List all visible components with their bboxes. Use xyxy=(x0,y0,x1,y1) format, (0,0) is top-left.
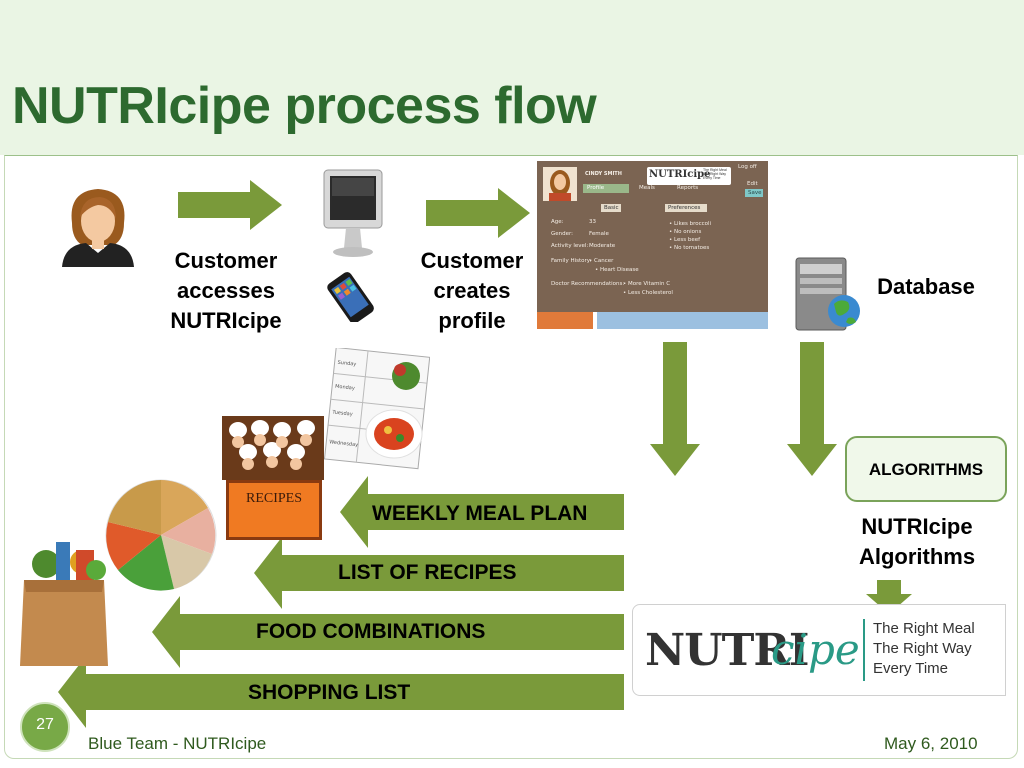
header-band xyxy=(0,0,1024,155)
subtab-label: Basic xyxy=(604,205,619,211)
output-food-combinations: FOOD COMBINATIONS xyxy=(256,620,486,643)
profile-field-value: • Cancer xyxy=(589,258,614,264)
logo-tagline: The Right Meal The Right Way Every Time xyxy=(873,619,975,679)
label-line: accesses xyxy=(177,278,275,303)
subtab-preferences[interactable]: Preferences xyxy=(665,204,707,212)
preference-item: • No onions xyxy=(669,229,702,235)
output-arrow-2 xyxy=(254,537,624,609)
profile-field-value: • Heart Disease xyxy=(595,267,639,273)
label-customer-access: Customer accesses NUTRIcipe xyxy=(150,246,302,336)
slide-title: NUTRIcipe process flow xyxy=(12,77,597,135)
chefs-icon xyxy=(222,416,324,480)
customer-avatar-icon xyxy=(62,189,134,267)
profile-field-value: 33 xyxy=(589,219,596,225)
arrow-down-1 xyxy=(650,342,700,476)
label-line: profile xyxy=(438,308,506,333)
preference-item: • Less beef xyxy=(669,237,701,243)
profile-field-label: Age: xyxy=(551,219,564,225)
label-line: creates xyxy=(433,278,511,303)
footer-left: Blue Team - NUTRIcipe xyxy=(88,734,267,753)
label-database: Database xyxy=(877,274,975,299)
profile-name: CINDY SMITH xyxy=(585,171,622,177)
small-logo-tagline: The Right Meal The Right Way Every Time xyxy=(703,168,727,180)
output-list-of-recipes: LIST OF RECIPES xyxy=(338,561,517,584)
tab-meals[interactable]: Meals xyxy=(639,185,655,191)
profile-field-label: Doctor Recommendations: xyxy=(551,281,625,287)
calendar-day-sunday: Sunday xyxy=(337,360,356,368)
food-wheel-icon xyxy=(105,479,217,591)
logout-link[interactable]: Log off xyxy=(738,164,757,170)
smartphone-icon xyxy=(327,272,374,322)
label-line: Algorithms xyxy=(858,544,976,569)
profile-field-label: Activity level: xyxy=(551,243,589,249)
logo-brand-main: NUTRI xyxy=(645,625,809,676)
page-number-badge: 27 xyxy=(20,702,70,752)
label-line: Customer xyxy=(420,248,524,273)
save-label: Save xyxy=(748,190,762,196)
output-arrow-3 xyxy=(152,596,624,668)
calendar-day-tuesday: Tuesday xyxy=(331,409,353,417)
label-line: NUTRIcipe xyxy=(170,308,282,333)
algorithms-box-label: ALGORITHMS xyxy=(868,460,984,479)
slide-frame xyxy=(4,155,1018,759)
logo-brand-script: cipe xyxy=(771,625,860,674)
output-weekly-meal-plan: WEEKLY MEAL PLAN xyxy=(372,502,588,525)
database-server-icon xyxy=(795,257,860,331)
logo-tagline-line: Every Time xyxy=(873,660,949,677)
calendar-day-monday: Monday xyxy=(335,384,355,392)
meal-calendar-icon: Sunday Monday Tuesday Wednesday xyxy=(323,348,430,470)
tab-label: Profile xyxy=(587,185,605,191)
tab-reports[interactable]: Reports xyxy=(677,185,699,191)
output-arrow-4 xyxy=(58,656,624,728)
arrow-right-2 xyxy=(426,188,530,238)
tagline-line: The Right Meal xyxy=(703,168,727,172)
label-customer-profile: Customer creates profile xyxy=(402,246,542,336)
logo-divider xyxy=(863,619,865,681)
profile-field-value: • Less Cholesterol xyxy=(623,290,673,296)
profile-field-value: Moderate xyxy=(589,243,616,249)
logo-tagline-line: The Right Way xyxy=(873,640,972,657)
recipes-sign: RECIPES xyxy=(226,480,322,540)
save-button[interactable]: Save xyxy=(745,189,763,197)
calendar-day-wednesday: Wednesday xyxy=(329,439,358,448)
subtab-basic[interactable]: Basic xyxy=(601,204,621,212)
label-nutricipe-algorithms: NUTRIcipe Algorithms xyxy=(842,512,992,572)
tagline-line: Every Time xyxy=(703,176,721,180)
screen-footer-orange xyxy=(537,312,593,329)
profile-field-value: Female xyxy=(589,231,609,237)
small-logo-text: NUTRIcipe xyxy=(649,169,711,180)
profile-field-value: • More Vitamin C xyxy=(623,281,671,287)
arrow-down-small xyxy=(866,580,912,614)
profile-screen: CINDY SMITH NUTRIcipe The Right Meal The… xyxy=(537,161,768,312)
label-line: Customer xyxy=(174,248,278,273)
profile-field-label: Family History: xyxy=(551,258,592,264)
logo-tagline-line: The Right Meal xyxy=(873,620,975,637)
arrow-right-1 xyxy=(178,180,282,230)
profile-field-label: Gender: xyxy=(551,231,574,237)
label-line: NUTRIcipe xyxy=(861,514,973,539)
algorithms-box: ALGORITHMS xyxy=(845,436,1007,502)
small-logo: NUTRIcipe The Right Meal The Right Way E… xyxy=(647,167,731,185)
nutricipe-logo: NUTRI cipe The Right Meal The Right Way … xyxy=(632,604,1006,696)
edit-link[interactable]: Edit xyxy=(747,181,758,187)
recipes-sign-text: RECIPES xyxy=(245,491,302,506)
subtab-label: Preferences xyxy=(668,205,701,211)
profile-photo xyxy=(543,167,577,201)
arrow-down-2 xyxy=(787,342,837,476)
preference-item: • No tomatoes xyxy=(669,245,710,251)
tagline-line: The Right Way xyxy=(703,172,727,176)
output-arrow-1 xyxy=(340,476,624,548)
footer-date: May 6, 2010 xyxy=(884,734,978,753)
shopping-bag-icon xyxy=(20,542,108,666)
computer-monitor-icon xyxy=(323,169,383,257)
tab-profile[interactable]: Profile xyxy=(583,184,629,193)
output-shopping-list: SHOPPING LIST xyxy=(248,681,411,704)
preference-item: • Likes broccoli xyxy=(669,221,712,227)
screen-footer-blue xyxy=(597,312,768,329)
